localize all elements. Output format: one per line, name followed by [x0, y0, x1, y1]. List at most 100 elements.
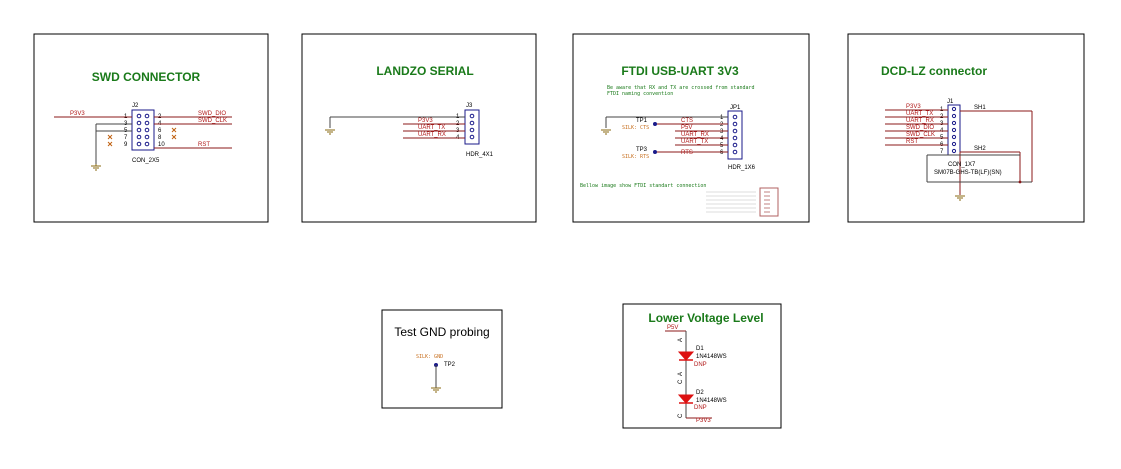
panel-dcd-lz-connector: DCD-LZ connector J1 1 2 3 4 5 6 7 P3V3 U…	[847, 33, 1085, 223]
panel-border	[301, 33, 537, 223]
header-body	[464, 109, 480, 145]
net-label: UART_RX	[418, 132, 446, 138]
panel-ftdi-usb-uart: FTDI USB-UART 3V3 Be aware that RX and T…	[572, 33, 810, 223]
ref-designator: J1	[947, 99, 954, 105]
pin-number: 6	[158, 128, 162, 134]
pin-number: 8	[158, 135, 162, 141]
pin-number: 7	[940, 149, 944, 155]
panel-test-gnd-probing: Test GND probing SILK: GND TP2	[381, 309, 503, 409]
pin-number: 5	[720, 143, 724, 149]
ref-designator: J3	[466, 103, 473, 109]
panel-title: Test GND probing	[394, 325, 489, 339]
pin-number: 1	[720, 115, 724, 121]
ground-icon	[431, 387, 441, 393]
panel-title: SWD CONNECTOR	[92, 70, 201, 84]
header-body	[727, 110, 743, 160]
diode-part: 1N4148WS	[696, 354, 727, 360]
silk-label: SILK: CTS	[622, 125, 649, 131]
silk-label: SILK: RTS	[622, 154, 649, 160]
panel-landzo-serial: LANDZO SERIAL J3 1 2 3 4 P3V3 UART_TX UA…	[301, 33, 537, 223]
pin-number: 9	[124, 142, 128, 148]
panel-border	[381, 309, 503, 409]
part-name: HDR_4X1	[466, 152, 494, 158]
net-label: CTS	[681, 118, 693, 124]
net-label: RST	[906, 139, 918, 145]
pin-number: 4	[720, 136, 724, 142]
dnp-label: DNP	[694, 362, 707, 368]
net-label: SWD_CLK	[198, 118, 227, 124]
cathode-label: C	[678, 379, 684, 384]
anode-label: A	[678, 338, 684, 342]
ftdi-reference-image	[706, 187, 779, 217]
pin-number: 3	[720, 129, 724, 135]
part-name: CON_2X5	[132, 158, 160, 164]
ground-icon	[325, 129, 335, 135]
net-label: SWD_CLK	[906, 132, 935, 138]
design-note: Be aware that RX and TX are crossed from…	[607, 85, 755, 91]
panel-border	[847, 33, 1085, 223]
diode-part: 1N4148WS	[696, 398, 727, 404]
panel-title: FTDI USB-UART 3V3	[621, 64, 739, 78]
net-label: SWD_DIO	[906, 125, 934, 131]
diode-d1-icon	[677, 351, 695, 361]
ref-designator: J2	[132, 103, 139, 109]
dnp-label: DNP	[694, 405, 707, 411]
no-connect-icon	[107, 127, 177, 147]
ground-icon	[955, 195, 965, 201]
test-point-label: TP2	[444, 362, 456, 368]
net-label: P5V	[667, 325, 678, 331]
shield-label: SH1	[974, 105, 986, 111]
cathode-label: C	[678, 413, 684, 418]
net-label: RTS	[681, 150, 693, 156]
ground-icon	[601, 129, 611, 135]
pin-number: 6	[720, 150, 724, 156]
shield-label: SH2	[974, 146, 986, 152]
connector-body	[947, 104, 961, 156]
anode-label: A	[678, 372, 684, 376]
connector-pins	[951, 106, 957, 154]
header-body	[131, 109, 155, 151]
header-pins	[732, 114, 738, 155]
silk-label: SILK: GND	[416, 354, 443, 360]
diode-ref: D2	[696, 390, 704, 396]
footer-note: Bellow image show FTDI standart connecti…	[580, 183, 706, 189]
net-label: P3V3	[418, 118, 433, 124]
panel-swd-connector: SWD CONNECTOR J2 1 3 5 7 9 2 4 6 8 10 P3…	[33, 33, 269, 223]
header-pins	[136, 113, 150, 147]
net-label: UART_RX	[906, 118, 934, 124]
net-label: RST	[198, 142, 210, 148]
test-point-icon	[653, 122, 657, 126]
ground-icon	[91, 164, 101, 171]
panel-title: LANDZO SERIAL	[376, 64, 473, 78]
diode-ref: D1	[696, 346, 704, 352]
net-label: UART_TX	[906, 111, 933, 117]
net-label: SWD_DIO	[198, 111, 226, 117]
panel-title: DCD-LZ connector	[881, 64, 987, 78]
design-note: FTDI naming convention	[607, 91, 673, 97]
diode-d2-icon	[677, 394, 695, 404]
panel-title: Lower Voltage Level	[648, 311, 763, 325]
net-label: UART_RX	[681, 132, 709, 138]
test-point-icon	[653, 150, 657, 154]
net-label: P3V3	[696, 418, 711, 424]
junction-dot	[1018, 180, 1022, 184]
net-label: P5V	[681, 125, 692, 131]
net-label: UART_TX	[418, 125, 445, 131]
panel-border	[33, 33, 269, 223]
pin-number: 2	[720, 122, 724, 128]
part-name: CON_1X7	[948, 162, 976, 168]
panel-lower-voltage-level: Lower Voltage Level P5V A C A C D1 1N414…	[622, 303, 782, 429]
pin-number: 10	[158, 142, 165, 148]
part-name: HDR_1X6	[728, 165, 756, 171]
net-label: P3V3	[906, 104, 921, 110]
test-point-label: TP3	[636, 147, 648, 153]
header-pins	[469, 113, 475, 140]
net-label: P3V3	[70, 111, 85, 117]
net-label: UART_TX	[681, 139, 708, 145]
ref-designator: JP1	[730, 105, 741, 111]
test-point-label: TP1	[636, 118, 648, 124]
panel-border	[572, 33, 810, 223]
panel-border	[622, 303, 782, 429]
part-number: SM07B-GHS-TB(LF)(SN)	[934, 170, 1002, 176]
